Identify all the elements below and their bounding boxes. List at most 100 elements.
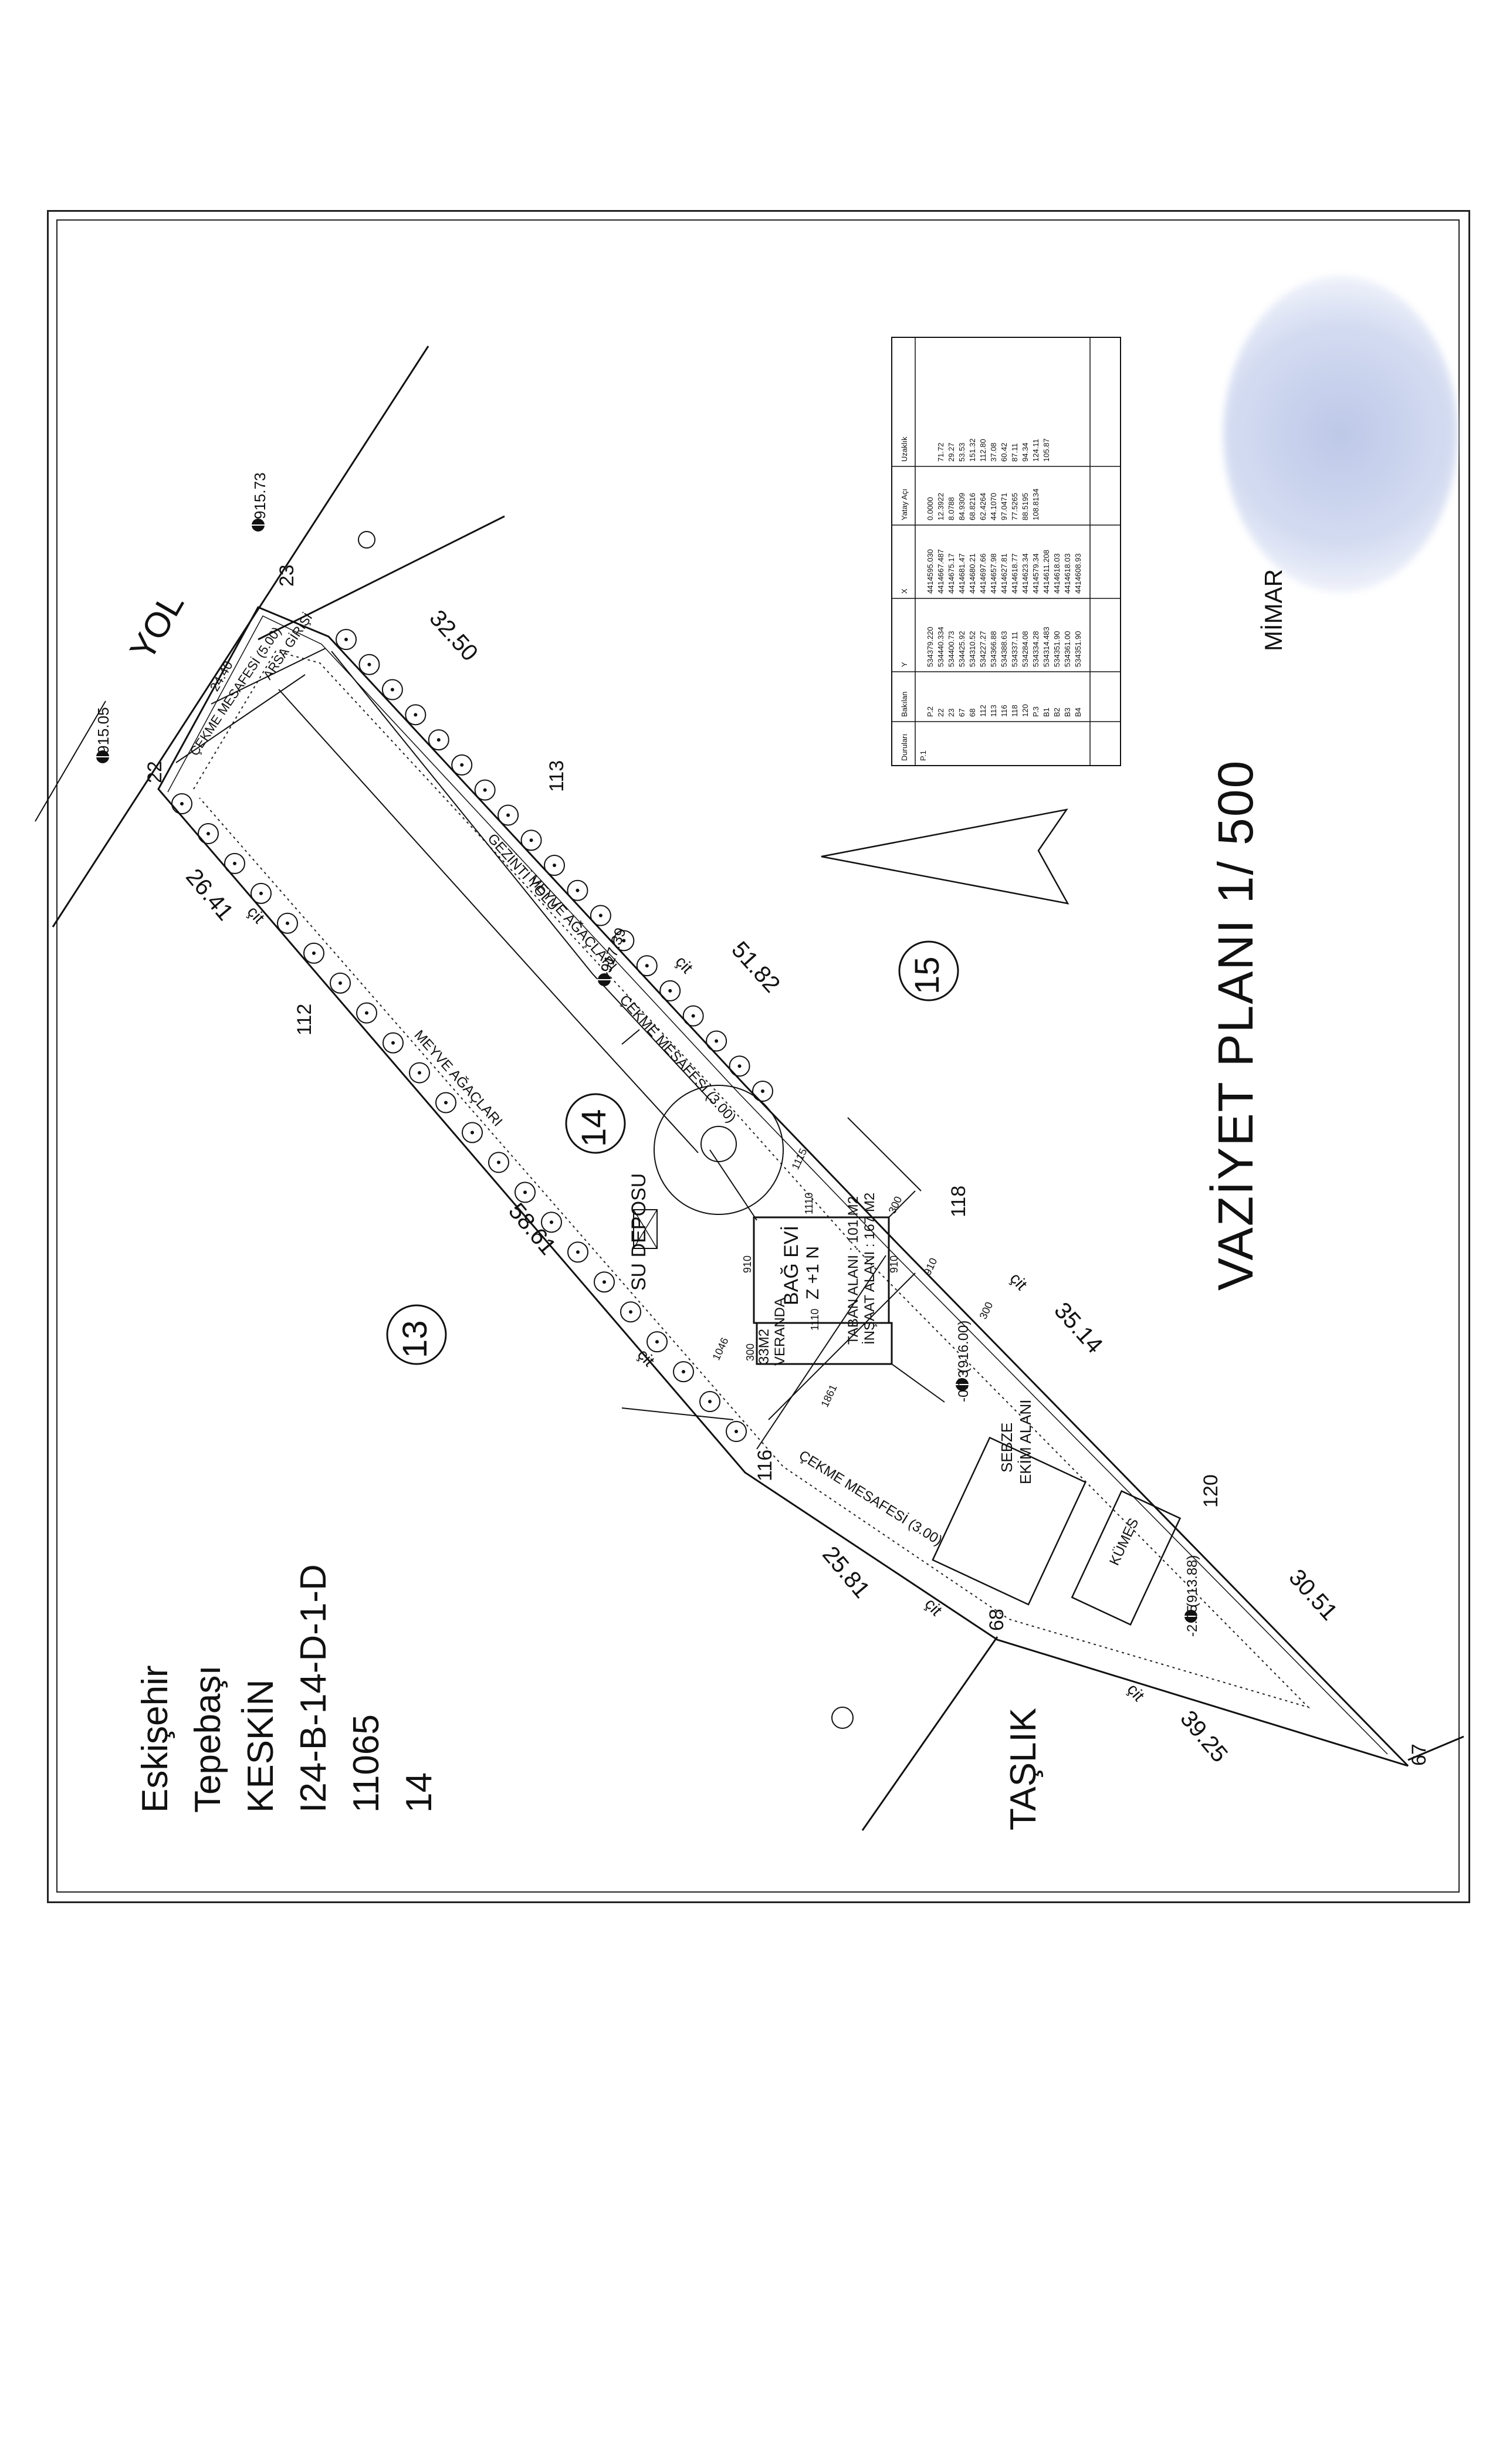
table-header-cell: Uzaklık [900, 436, 909, 462]
table-cell: 67 [957, 709, 966, 717]
veranda-area: 33M2 [756, 1329, 772, 1364]
fruit-tree-center [629, 1310, 632, 1314]
fruit-tree-center [460, 763, 464, 767]
table-cell: 8.0788 [947, 497, 956, 520]
table-cell: 4414667.487 [936, 549, 945, 594]
table-cell: 4414697.66 [979, 553, 987, 594]
table-cell: B4 [1074, 708, 1082, 717]
fruit-tree [224, 852, 245, 874]
info-block: Eskişehir Tepebaşı KESKİN I24-B-14-D-1-D… [135, 1564, 439, 1813]
parcel-boundary-inner [167, 615, 1388, 1755]
fruit-tree [474, 779, 496, 801]
table-station-cell: P.1 [919, 750, 928, 761]
benchmark-23-label: 915.73 [251, 472, 269, 519]
fruit-tree [699, 1391, 720, 1413]
outer-frame [47, 210, 1470, 1903]
road-line-top-ext [35, 700, 106, 822]
dim-300-b: 300 [744, 1343, 756, 1361]
fruit-tree [381, 679, 403, 700]
fruit-tree-center [444, 1101, 448, 1105]
fruit-tree [567, 1241, 588, 1263]
info-parcel-no: 14 [399, 1772, 439, 1813]
road-name-bottom: TAŞLIK [1003, 1708, 1044, 1830]
fruit-tree-center [339, 981, 342, 985]
benchmark-22-label: 915.05 [94, 707, 112, 754]
dim-300-c: 300 [977, 1300, 995, 1321]
table-cell: 112 [979, 705, 987, 717]
table-cell: 124.11 [1031, 439, 1040, 462]
table-cell: 87.11 [1010, 443, 1019, 462]
parcel-boundary [157, 606, 1409, 1767]
table-cell: 534351.90 [1052, 631, 1061, 667]
coop-area [1071, 1490, 1182, 1626]
table-cell: 534400.73 [947, 631, 956, 667]
fruit-tree [488, 1152, 509, 1173]
coop-label: KÜMES [1106, 1516, 1142, 1568]
fruit-tree [706, 1030, 727, 1052]
fruit-tree [682, 1005, 704, 1027]
fruit-tree-center [715, 1039, 719, 1043]
table-cell: 534334.28 [1031, 631, 1040, 667]
benchmark-mid [595, 973, 613, 986]
benchmark-lower-label: (913.88) [1184, 1555, 1200, 1607]
table-cell: 4414618.77 [1010, 553, 1019, 594]
parcel-13-label: 13 [396, 1320, 434, 1358]
table-cell: 534388.63 [1000, 631, 1008, 667]
table-header-cell: Yatay Açı [900, 489, 909, 520]
fruit-tree [428, 729, 449, 751]
fence-label-1: çit [672, 952, 697, 977]
table-cell: 112.80 [979, 439, 987, 462]
signature-fragment: MİMAR [1260, 569, 1287, 651]
water-tank-x2 [633, 1209, 658, 1249]
setback-dotted-line [193, 650, 1311, 1709]
fruit-tree-center [391, 1041, 395, 1045]
fruit-tree [541, 1211, 562, 1233]
zone-line-3 [768, 1272, 916, 1420]
walk-path-2 [278, 689, 699, 1153]
fruit-tree-center [471, 1131, 474, 1135]
fruit-tree [729, 1055, 750, 1077]
north-arrow [821, 808, 1069, 905]
road-line-right [258, 515, 505, 641]
fruit-tree [613, 930, 635, 952]
benchmark-building-label: (916.00) [956, 1321, 972, 1373]
table-cell: 12.3922 [936, 493, 945, 520]
table-cell: 4414611.208 [1042, 550, 1051, 594]
fruit-tree [336, 629, 357, 650]
info-neighbourhood: KESKİN [241, 1680, 281, 1813]
benchmark-lower [1182, 1610, 1200, 1623]
parcel-13-circle [386, 1304, 447, 1365]
table-cell: 0.0000 [926, 497, 935, 520]
table-cell: P.3 [1031, 706, 1040, 717]
fruit-tree-center [418, 1071, 421, 1075]
veranda-outline [756, 1322, 893, 1365]
table-cell: 534227.27 [979, 631, 987, 667]
fruit-tree-center [576, 1250, 580, 1254]
fruit-tree-center [497, 1160, 500, 1165]
table-cell: 534425.92 [957, 631, 966, 667]
water-tank-box [633, 1209, 658, 1249]
parcel-15-circle [898, 940, 959, 1001]
table-cell: 68.8216 [968, 493, 977, 520]
roundabout-inner [700, 1126, 737, 1162]
fruit-tree [277, 912, 298, 934]
table-cell: 105.87 [1042, 438, 1051, 462]
table-cell: 534337.11 [1010, 632, 1019, 668]
building-floors: Z +1 N [803, 1246, 823, 1299]
parcel-15-label: 15 [908, 956, 946, 994]
fruit-tree-center [483, 788, 487, 792]
table-cell: 4414681.47 [957, 553, 966, 594]
distance-116-112: 58.61 [503, 1199, 561, 1260]
road-line-top [52, 346, 429, 928]
distance-120-67: 30.51 [1284, 1565, 1342, 1626]
fruit-tree-center [598, 913, 603, 918]
road-name-top: YOL [122, 586, 191, 666]
table-cell: 37.08 [989, 442, 998, 462]
walk-path-tick [621, 1029, 640, 1045]
info-map-sheet: I24-B-14-D-1-D [293, 1564, 334, 1813]
corner-67: 67 [1408, 1744, 1430, 1766]
zone-line-1 [756, 1255, 886, 1450]
benchmark-22 [94, 750, 111, 763]
